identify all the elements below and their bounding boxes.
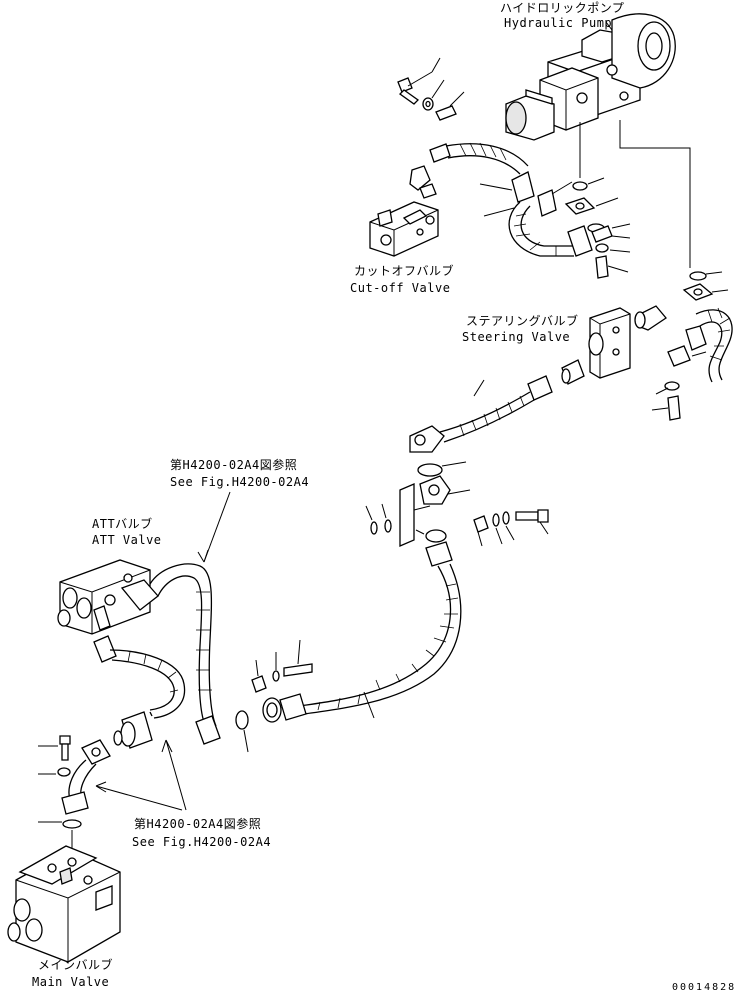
pump-mount-washer	[422, 79, 445, 111]
steering-valve	[588, 307, 631, 379]
steering-union-fitting	[561, 359, 585, 385]
cutoff-valve-label-jp: カットオフバルブ	[354, 263, 454, 278]
hose-end-bolt-set	[251, 639, 313, 693]
cutoff-valve-label-en: Cut-off Valve	[350, 281, 450, 295]
main-valve-bolt	[38, 735, 71, 761]
middle-split-flange	[419, 475, 471, 505]
steering-valve-label-jp: ステアリングバルブ	[466, 313, 579, 328]
middle-washers-left	[365, 503, 392, 535]
pump-port-oring	[572, 177, 605, 191]
att-upper-hose	[120, 563, 221, 745]
hydraulic-pump	[505, 13, 691, 268]
cutoff-elbow-fitting	[409, 165, 437, 199]
pump-to-steering-hose	[685, 307, 733, 383]
ref-top-label-jp: 第H4200-02A4図参照	[170, 457, 297, 472]
att-lower-hose	[93, 635, 186, 719]
hydraulic-pump-label-en: Hydraulic Pump	[504, 16, 612, 30]
pump-flange-parts	[587, 223, 631, 279]
steering-elbow-fitting	[634, 305, 667, 331]
main-return-hose	[262, 541, 462, 723]
pump-hose-clamp	[435, 91, 465, 121]
middle-flange-oring	[417, 461, 467, 477]
steering-supply-hose	[409, 375, 553, 453]
main-valve-washer	[38, 767, 71, 777]
middle-bolt-set	[473, 509, 549, 547]
att-hose-end-oring	[235, 710, 249, 753]
pump-to-cutoff-hose	[429, 142, 593, 257]
middle-bracket	[399, 483, 431, 547]
att-oring	[113, 730, 123, 746]
middle-oring-lower	[415, 529, 447, 543]
main-valve-elbow-pipe	[61, 739, 111, 815]
att-valve-label-jp: ATTバルブ	[92, 516, 153, 531]
drawing-number: 00014828	[672, 982, 736, 993]
main-valve	[7, 845, 121, 963]
steering-valve-label-en: Steering Valve	[462, 330, 570, 344]
ref-bottom-label-en: See Fig.H4200-02A4	[132, 835, 271, 849]
hose-clamp-upper	[537, 181, 573, 217]
pump-split-flange	[564, 197, 619, 215]
main-valve-label-jp: メインバルブ	[38, 957, 113, 972]
cutoff-valve	[369, 201, 439, 257]
ref-bottom-label-jp: 第H4200-02A4図参照	[134, 816, 261, 831]
att-hose-union	[120, 711, 153, 749]
steering-hose-flange-parts	[651, 271, 729, 421]
att-valve	[57, 559, 151, 635]
main-valve-oring	[38, 819, 82, 829]
main-valve-label-en: Main Valve	[32, 975, 109, 989]
att-valve-label-en: ATT Valve	[92, 533, 162, 547]
ref-top-label-en: See Fig.H4200-02A4	[170, 475, 309, 489]
hydraulic-pump-label-jp: ハイドロリックポンプ	[500, 1, 624, 15]
pump-mount-bolt	[397, 57, 441, 105]
